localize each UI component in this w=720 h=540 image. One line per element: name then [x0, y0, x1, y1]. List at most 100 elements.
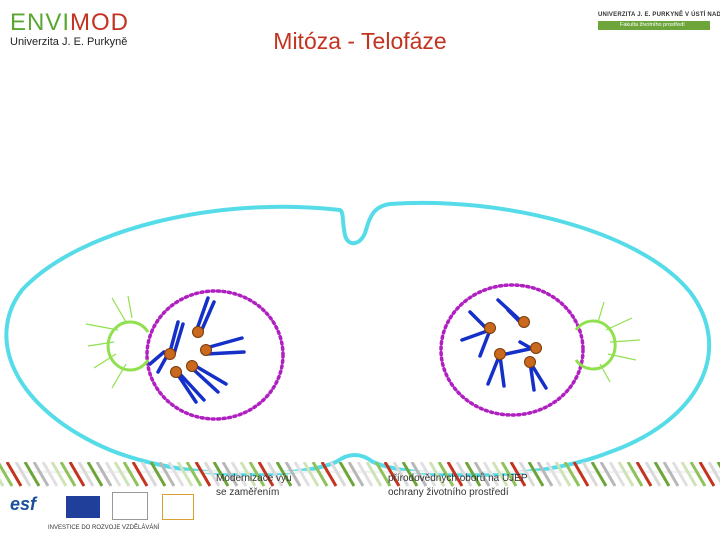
- nuclear-envelope-left: [145, 289, 285, 421]
- footer-stripe: [356, 462, 374, 487]
- footer-stripe: [671, 462, 689, 487]
- page-title: Mitóza - Telofáze: [273, 28, 447, 54]
- footer-stripe: [410, 462, 428, 487]
- footer-stripe: [257, 462, 275, 487]
- footer-stripe: [212, 462, 230, 487]
- footer-project-text-left: Modernizace výu se zaměřením: [216, 472, 316, 500]
- envimod-wordmark-envi: ENVI: [10, 9, 71, 36]
- footer-stripe: [491, 462, 509, 487]
- footer-stripe: [419, 462, 437, 487]
- footer-stripe: [401, 462, 419, 487]
- footer-stripe: [230, 462, 248, 487]
- footer-stripe: [176, 462, 194, 487]
- footer-stripe: [5, 462, 23, 487]
- footer-stripe: [347, 462, 365, 487]
- footer-stripe: [473, 462, 491, 487]
- footer-stripe: [149, 462, 167, 487]
- footer-stripe: [509, 462, 527, 487]
- envimod-logo: ENVIMOD Univerzita J. E. Purkyně: [10, 10, 140, 50]
- footer-stripe: [185, 462, 203, 487]
- footer-stripe: [482, 462, 500, 487]
- envimod-wordmark: ENVIMOD: [10, 10, 140, 36]
- centromeres-left: [164, 326, 212, 378]
- footer-stripe: [653, 462, 671, 487]
- footer-stripe: [239, 462, 257, 487]
- esf-logo: esf: [10, 494, 37, 514]
- footer-stripe: [203, 462, 221, 487]
- footer-stripe: [77, 462, 95, 487]
- envimod-wordmark-mod: MOD: [70, 9, 130, 36]
- footer-stripe: [122, 462, 140, 487]
- footer-stripe: [95, 462, 113, 487]
- footer-text-left-line1: Modernizace výu: [216, 473, 292, 484]
- footer-stripe: [194, 462, 212, 487]
- footer-stripe: [536, 462, 554, 487]
- footer-text-right-line2: ochrany životního prostředí: [388, 487, 509, 498]
- footer-stripe: [0, 462, 14, 487]
- footer-text-right-line1: přírodovědných oborů na UJEP: [388, 473, 528, 484]
- funding-note: INVESTICE DO ROZVOJE VZDĚLÁVÁNÍ: [48, 525, 160, 531]
- op-logo: [162, 494, 194, 520]
- nuclear-envelope-right: [439, 283, 585, 417]
- centrosome-left: [85, 295, 150, 389]
- footer-stripe: [590, 462, 608, 487]
- eu-flag: [66, 496, 100, 518]
- footer-stripe: [68, 462, 86, 487]
- cell-membrane: [4, 200, 712, 477]
- footer-stripe: [329, 462, 347, 487]
- footer-stripe: [707, 462, 720, 484]
- footer-stripe: [275, 462, 293, 487]
- footer-stripe: [14, 462, 32, 487]
- footer-stripe: [617, 462, 635, 487]
- footer-text-left-line2: se zaměřením: [216, 487, 280, 498]
- footer-stripe: [527, 462, 545, 487]
- chromosome-r6: [478, 328, 492, 358]
- footer-stripe: [626, 462, 644, 487]
- footer-stripe: [689, 462, 707, 487]
- chromosome-r3: [504, 340, 536, 356]
- centrosome-right: [574, 301, 641, 383]
- footer-stripe: [635, 462, 653, 487]
- centromeres-right: [484, 316, 542, 368]
- funding-logos: esf INVESTICE DO ROZVOJE VZDĚLÁVÁNÍ: [8, 492, 198, 534]
- footer-stripe: [455, 462, 473, 487]
- footer-stripe: [437, 462, 455, 487]
- footer-stripe: [23, 462, 41, 487]
- footer-stripe: [374, 462, 392, 487]
- footer-stripe: [644, 462, 662, 487]
- footer-stripe: [563, 462, 581, 487]
- footer-stripe: [248, 462, 266, 487]
- footer-stripe: [554, 462, 572, 487]
- footer-stripe: [599, 462, 617, 487]
- footer-project-text-right: přírodovědných oborů na UJEP ochrany živ…: [388, 472, 558, 500]
- footer-stripe: [221, 462, 239, 487]
- footer-stripe: [266, 462, 284, 487]
- footer-stripe: [662, 462, 680, 487]
- footer-stripe: [320, 462, 338, 487]
- footer-stripe: [608, 462, 626, 487]
- msmt-logo: [112, 492, 148, 520]
- footer-stripe: [572, 462, 590, 487]
- faculty-logo-university: UNIVERZITA J. E. PURKYNĚ V ÚSTÍ NAD LABE…: [598, 12, 720, 18]
- footer-stripe: [338, 462, 356, 487]
- footer-stripe: [131, 462, 149, 487]
- footer-stripe: [59, 462, 77, 487]
- university-name: Univerzita J. E. Purkyně: [10, 36, 128, 48]
- footer-stripe: [680, 462, 698, 487]
- footer-stripe: [365, 462, 383, 487]
- footer-stripe: [464, 462, 482, 487]
- footer-stripe: [446, 462, 464, 487]
- footer-stripe: [167, 462, 185, 487]
- footer-stripe: [428, 462, 446, 487]
- footer-stripe: [41, 462, 59, 487]
- footer-stripe: [545, 462, 563, 487]
- footer-stripe: [518, 462, 536, 487]
- footer-stripe: [50, 462, 68, 487]
- footer-stripe: [311, 462, 329, 487]
- footer-stripe: [500, 462, 518, 487]
- chromosome-l1: [168, 320, 185, 356]
- faculty-logo: UNIVERZITA J. E. PURKYNĚ V ÚSTÍ NAD LABE…: [598, 12, 720, 46]
- footer-stripe: [86, 462, 104, 487]
- footer-stripe: [32, 462, 50, 487]
